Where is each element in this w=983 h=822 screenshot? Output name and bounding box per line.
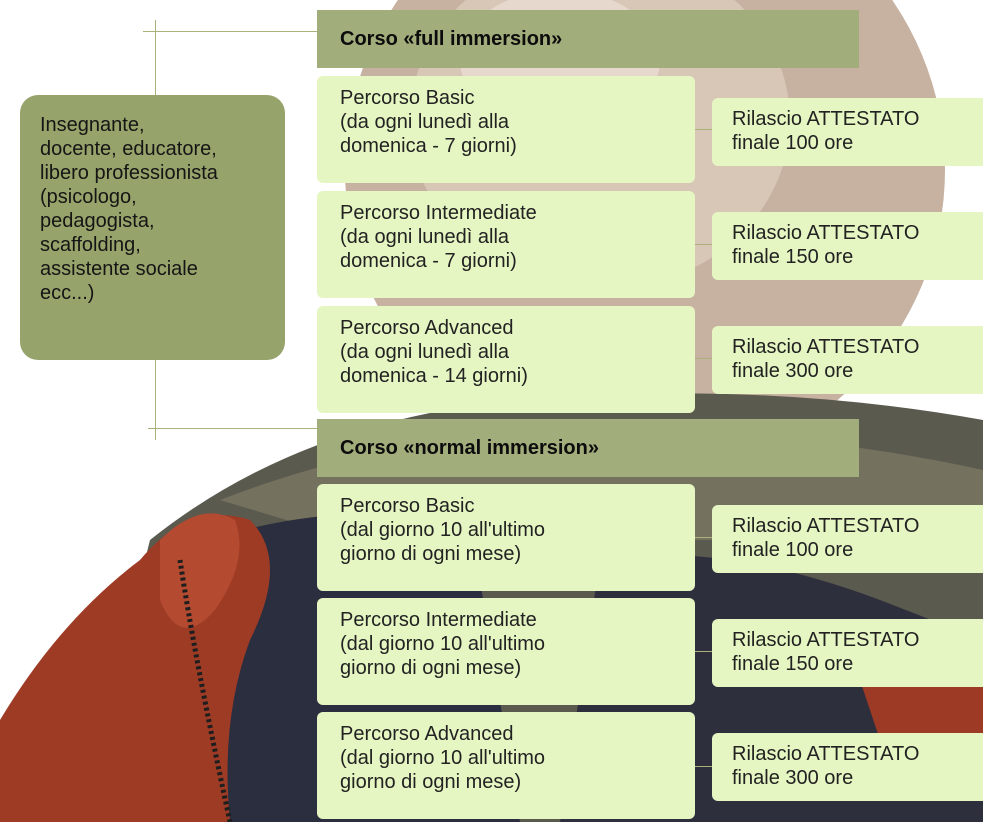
- path-line: Percorso Intermediate: [340, 609, 537, 631]
- connector-path-3: [695, 358, 713, 359]
- certificate-box: Rilascio ATTESTATO finale 150 ore: [712, 212, 983, 280]
- audience-line: assistente sociale: [40, 258, 198, 280]
- path-line: (da ogni lunedì alla: [340, 341, 510, 363]
- certificate-box: Rilascio ATTESTATO finale 100 ore: [712, 98, 983, 166]
- connector-path-4: [695, 537, 713, 538]
- certificate-line: Rilascio ATTESTATO: [732, 108, 920, 130]
- path-line: giorno di ogni mese): [340, 771, 522, 793]
- connector-top-vertical: [155, 20, 156, 96]
- connector-path-5: [695, 651, 713, 652]
- audience-line: ecc...): [40, 282, 95, 304]
- audience-line: (psicologo,: [40, 186, 137, 208]
- certificate-line: finale 100 ore: [732, 132, 854, 154]
- connector-top-horizontal: [143, 31, 318, 32]
- certificate-line: finale 150 ore: [732, 246, 854, 268]
- audience-line: Insegnante,: [40, 114, 145, 136]
- certificate-line: Rilascio ATTESTATO: [732, 222, 920, 244]
- connector-path-2: [695, 244, 713, 245]
- certificate-line: finale 150 ore: [732, 653, 854, 675]
- path-line: domenica - 14 giorni): [340, 365, 528, 387]
- certificate-line: finale 300 ore: [732, 767, 854, 789]
- certificate-line: Rilascio ATTESTATO: [732, 515, 920, 537]
- path-line: Percorso Basic: [340, 495, 475, 517]
- path-line: (dal giorno 10 all'ultimo: [340, 633, 546, 655]
- path-line: Percorso Advanced: [340, 317, 514, 339]
- path-box-basic: Percorso Basic (dal giorno 10 all'ultimo…: [317, 484, 695, 591]
- path-line: domenica - 7 giorni): [340, 250, 517, 272]
- path-box-intermediate: Percorso Intermediate (dal giorno 10 all…: [317, 598, 695, 705]
- audience-line: docente, educatore,: [40, 138, 217, 160]
- path-line: Percorso Intermediate: [340, 202, 537, 224]
- path-line: (da ogni lunedì alla: [340, 111, 510, 133]
- connector-path-1: [695, 129, 713, 130]
- audience-line: scaffolding,: [40, 234, 141, 256]
- certificate-line: Rilascio ATTESTATO: [732, 743, 920, 765]
- course-header-full-immersion: Corso «full immersion»: [317, 10, 859, 68]
- audience-box: Insegnante, docente, educatore, libero p…: [20, 95, 285, 360]
- certificate-box: Rilascio ATTESTATO finale 300 ore: [712, 733, 983, 801]
- path-box-basic: Percorso Basic (da ogni lunedì alla dome…: [317, 76, 695, 183]
- path-line: (da ogni lunedì alla: [340, 226, 510, 248]
- certificate-box: Rilascio ATTESTATO finale 100 ore: [712, 505, 983, 573]
- certificate-line: Rilascio ATTESTATO: [732, 336, 920, 358]
- path-box-intermediate: Percorso Intermediate (da ogni lunedì al…: [317, 191, 695, 298]
- certificate-line: Rilascio ATTESTATO: [732, 629, 920, 651]
- connector-bottom-vertical: [155, 360, 156, 440]
- audience-line: libero professionista: [40, 162, 218, 184]
- path-line: giorno di ogni mese): [340, 543, 522, 565]
- path-line: giorno di ogni mese): [340, 657, 522, 679]
- certificate-line: finale 100 ore: [732, 539, 854, 561]
- path-line: Percorso Advanced: [340, 723, 514, 745]
- certificate-box: Rilascio ATTESTATO finale 150 ore: [712, 619, 983, 687]
- certificate-box: Rilascio ATTESTATO finale 300 ore: [712, 326, 983, 394]
- certificate-line: finale 300 ore: [732, 360, 854, 382]
- connector-bottom-horizontal: [148, 428, 318, 429]
- path-box-advanced: Percorso Advanced (da ogni lunedì alla d…: [317, 306, 695, 413]
- path-box-advanced: Percorso Advanced (dal giorno 10 all'ult…: [317, 712, 695, 819]
- path-line: domenica - 7 giorni): [340, 135, 517, 157]
- path-line: (dal giorno 10 all'ultimo: [340, 747, 546, 769]
- connector-path-6: [695, 766, 713, 767]
- audience-line: pedagogista,: [40, 210, 155, 232]
- path-line: Percorso Basic: [340, 87, 475, 109]
- path-line: (dal giorno 10 all'ultimo: [340, 519, 546, 541]
- course-header-normal-immersion: Corso «normal immersion»: [317, 419, 859, 477]
